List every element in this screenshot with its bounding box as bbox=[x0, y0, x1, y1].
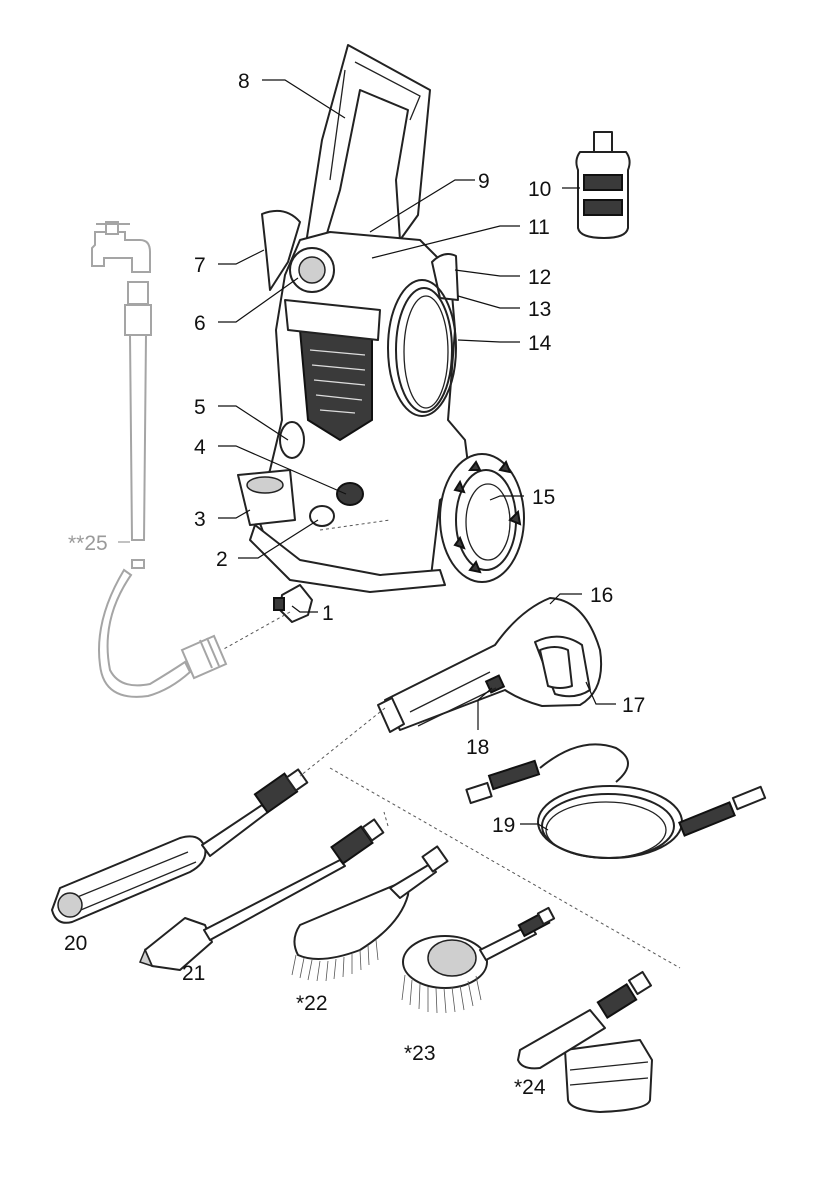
leader-lines bbox=[118, 79, 616, 831]
label-part-21: 21 bbox=[182, 962, 205, 985]
connector-dotted-line bbox=[383, 811, 389, 827]
label-part-16: 16 bbox=[590, 584, 613, 607]
label-part-14: 14 bbox=[528, 332, 552, 355]
dirt-blaster-lance bbox=[138, 818, 385, 971]
vario-power-lance bbox=[51, 768, 309, 924]
label-part-7: 7 bbox=[194, 254, 206, 277]
high-pressure-hose bbox=[465, 743, 767, 859]
label-part-10: 10 bbox=[528, 178, 551, 201]
label-part-12: 12 bbox=[528, 266, 551, 289]
detergent-bottle bbox=[575, 131, 631, 239]
label-part-18: 18 bbox=[466, 736, 489, 759]
label-part-23: *23 bbox=[404, 1042, 436, 1065]
label-part-3: 3 bbox=[194, 508, 206, 531]
connector-dotted-line bbox=[299, 707, 386, 777]
label-part-4: 4 bbox=[194, 436, 206, 459]
label-part-1: 1 bbox=[322, 602, 334, 625]
part-labels: 8 9 10 11 7 12 13 6 14 5 4 15 3 **25 2 1… bbox=[64, 70, 645, 1099]
pressure-washer-unit bbox=[237, 44, 525, 623]
spray-gun bbox=[377, 597, 603, 733]
connector-dotted-line bbox=[329, 767, 681, 969]
label-part-11: 11 bbox=[528, 216, 550, 239]
label-part-24: *24 bbox=[514, 1076, 546, 1099]
label-part-8: 8 bbox=[238, 70, 250, 93]
label-part-22: *22 bbox=[296, 992, 328, 1015]
label-part-20: 20 bbox=[64, 932, 87, 955]
label-part-9: 9 bbox=[478, 170, 490, 193]
label-part-25: **25 bbox=[68, 532, 108, 555]
connector-dotted-line bbox=[221, 611, 291, 651]
label-part-19: 19 bbox=[492, 814, 515, 837]
label-part-6: 6 bbox=[194, 312, 206, 335]
wash-brush bbox=[291, 845, 449, 982]
foam-nozzle-bottle bbox=[517, 970, 653, 1113]
label-part-13: 13 bbox=[528, 298, 551, 321]
garden-tap-hose bbox=[91, 221, 228, 698]
label-part-15: 15 bbox=[532, 486, 555, 509]
label-part-2: 2 bbox=[216, 548, 228, 571]
label-part-5: 5 bbox=[194, 396, 206, 419]
rotary-wash-brush bbox=[401, 906, 556, 1014]
label-part-17: 17 bbox=[622, 694, 645, 717]
